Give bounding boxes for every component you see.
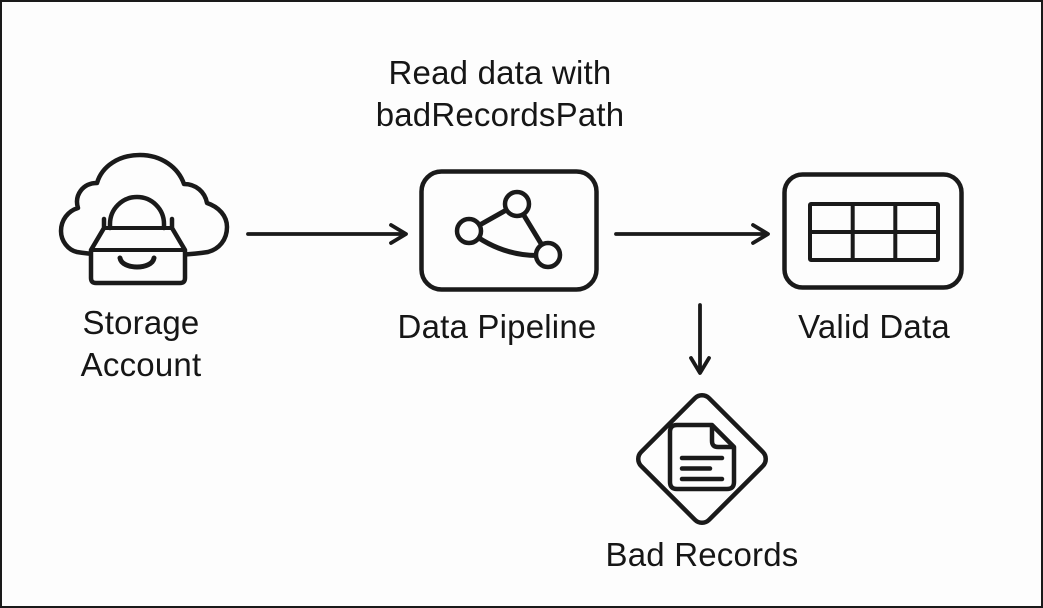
pipeline-network-icon [419, 169, 599, 292]
data-table-icon [782, 172, 964, 290]
arrow-pipeline-to-bad-records [689, 303, 711, 375]
node-label-data-pipeline: Data Pipeline [397, 308, 597, 345]
node-valid-data [780, 170, 968, 294]
diamond-shape [636, 393, 768, 525]
cloud-storage-icon [58, 152, 230, 286]
diagram-title: Read data with badRecordsPath [375, 54, 625, 133]
node-bad-records [630, 387, 774, 531]
node-label-storage-account: Storage Account [80, 304, 202, 383]
document-icon [667, 422, 737, 492]
node-data-pipeline [417, 167, 601, 295]
document-in-diamond-icon [636, 393, 768, 525]
arrow-pipeline-to-valid [614, 223, 770, 245]
node-label-bad-records: Bad Records [605, 536, 799, 573]
node-storage-account [57, 150, 233, 292]
node-label-valid-data: Valid Data [798, 308, 950, 345]
arrow-storage-to-pipeline [246, 223, 408, 245]
